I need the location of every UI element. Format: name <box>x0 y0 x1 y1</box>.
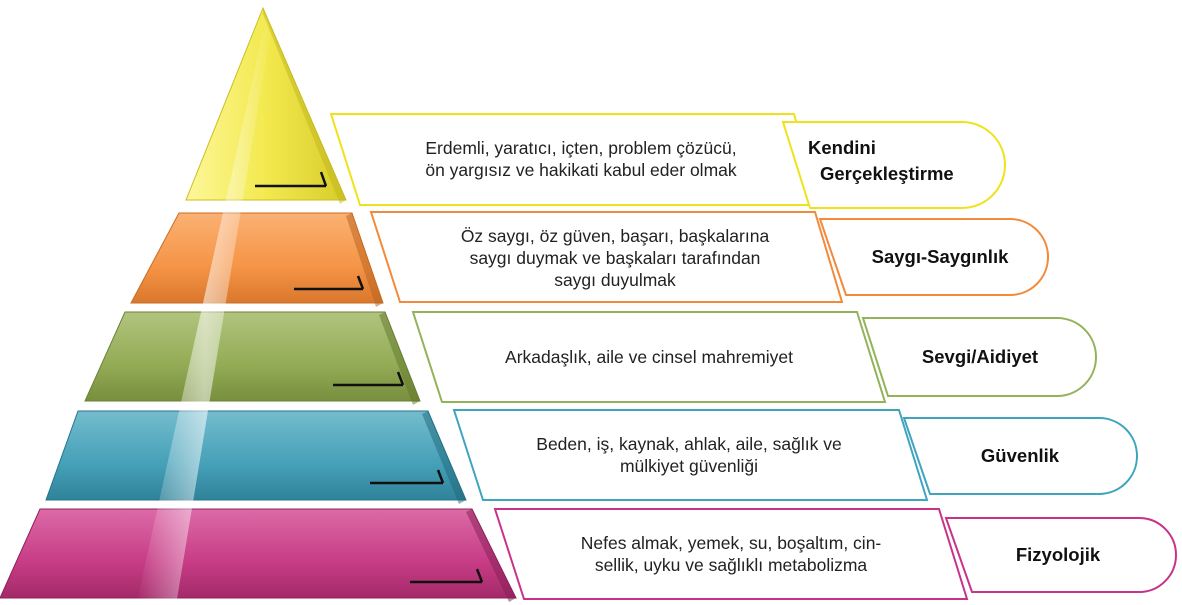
level-5-description: Nefes almak, yemek, su, boşaltım, cin- s… <box>580 533 882 575</box>
pyramid-tier-2 <box>130 212 384 307</box>
level-2-description: Öz saygı, öz güven, başarı, başkalarına … <box>460 226 770 290</box>
label-tab-1 <box>781 121 1006 209</box>
description-box-4 <box>452 409 929 501</box>
level-1-label: Kendini Gerçekleştirme <box>808 137 954 184</box>
label-tab-4 <box>902 417 1138 495</box>
label-tab-5 <box>944 517 1177 593</box>
level-5-label: Fizyolojik <box>1015 544 1101 565</box>
pyramid-tier-4 <box>45 410 467 504</box>
description-box-5 <box>493 508 969 600</box>
label-tab-2 <box>818 218 1049 296</box>
level-2-label: Saygı-Saygınlık <box>871 246 1009 267</box>
description-box-3 <box>411 311 887 403</box>
level-3-description: Arkadaşlık, aile ve cinsel mahremiyet <box>505 347 793 367</box>
pyramid-tier-3 <box>84 311 421 405</box>
level-4-label: Güvenlik <box>980 445 1060 466</box>
pyramid-tier-5 <box>0 508 517 602</box>
level-3-label: Sevgi/Aidiyet <box>921 346 1039 367</box>
level-4-description: Beden, iş, kaynak, ahlak, aile, sağlık v… <box>536 434 842 476</box>
pyramid-tier-1 <box>185 6 347 204</box>
label-tab-3 <box>861 317 1097 397</box>
description-box-2 <box>369 211 844 303</box>
level-1-description: Erdemli, yaratıcı, içten, problem çözücü… <box>425 138 737 180</box>
pyramid-highlight <box>136 10 274 605</box>
